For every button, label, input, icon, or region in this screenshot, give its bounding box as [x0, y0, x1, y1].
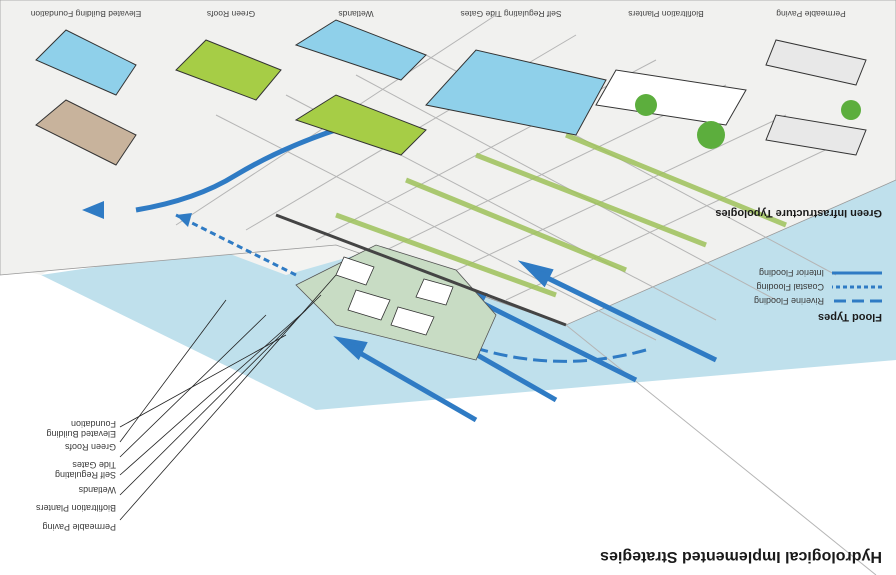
typology-label-green-roofs: Green Roofs [186, 9, 276, 19]
label-tide-gates: Self Regulating Tide Gates [54, 460, 116, 480]
typology-label-foundation: Elevated Building Foundation [16, 9, 156, 19]
flood-types-title: Flood Types [818, 311, 882, 323]
legend-riverine: Riverine Flooding [754, 296, 824, 306]
page-title: Hydrological Implemented Strategies [600, 547, 882, 565]
legend-coastal: Coastal Flooding [756, 282, 824, 292]
typologies-title: Green Infrastructure Typologies [715, 207, 882, 219]
legend-interior: Interior Flooding [759, 268, 824, 278]
typology-label-wetlands: Wetlands [311, 9, 401, 19]
label-wetlands: Wetlands [79, 485, 116, 495]
planter-tree-a [697, 121, 725, 149]
typology-label-paving: Permeable Paving [756, 9, 866, 19]
label-permeable-paving: Permeable Paving [42, 522, 116, 532]
typology-label-tide-gates: Self Regulating Tide Gates [446, 9, 576, 19]
planter-tree-b [635, 94, 657, 116]
typology-label-planters: Biofiltration Planters [611, 9, 721, 19]
label-biofiltration-planters: Biofiltration Planters [36, 503, 116, 513]
paving-tree [841, 100, 861, 120]
label-green-roofs: Green Roofs [65, 442, 116, 452]
label-elevated-foundation: Elevated Building Foundation [30, 419, 116, 439]
